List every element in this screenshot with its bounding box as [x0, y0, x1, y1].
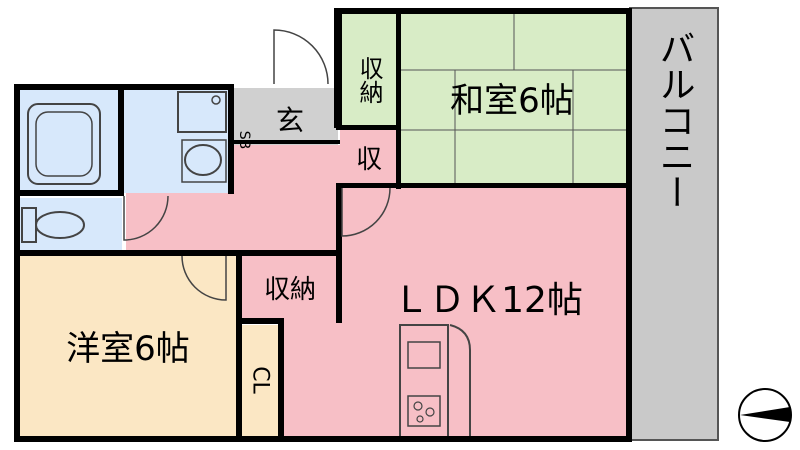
genkan-label: 玄 — [276, 104, 304, 137]
burner-icon — [425, 407, 435, 417]
north-arrow-icon — [738, 388, 792, 442]
drain-icon — [211, 95, 221, 105]
tatami-lines — [398, 12, 630, 188]
stove-icon — [407, 395, 441, 427]
youshitsu-label: 洋室6帖 — [66, 329, 190, 369]
walls — [14, 8, 632, 442]
youshitsu-room — [18, 256, 240, 440]
bathtub-inner — [35, 111, 93, 177]
shoebox-label: SB — [236, 131, 252, 150]
storage-small-label: 収 — [356, 145, 382, 175]
burner-icon — [416, 415, 424, 423]
vanity-icon — [181, 139, 227, 183]
storage-mid-label: 収納 — [264, 275, 316, 305]
kitchen-wall-curve — [449, 324, 471, 440]
sink-icon — [184, 144, 222, 176]
washing-machine-icon — [177, 91, 227, 133]
balcony — [629, 7, 719, 441]
bathtub-icon — [27, 103, 101, 185]
toilet — [18, 198, 122, 252]
storage-top — [340, 12, 398, 128]
balcony-label: バルコニー — [654, 30, 695, 210]
kitchen-sink-icon — [407, 341, 441, 369]
storage-small — [340, 128, 398, 188]
storage-top-label: 収納 — [355, 56, 383, 104]
ldk-label: ＬＤＫ12帖 — [393, 280, 583, 321]
closet — [240, 325, 280, 440]
toilet-bowl-icon — [35, 211, 85, 239]
closet-label: CL — [248, 366, 273, 394]
burner-icon — [413, 401, 423, 411]
storage-mid — [240, 255, 337, 320]
hallway-lower — [232, 145, 342, 250]
genkan — [232, 88, 338, 145]
doors — [123, 29, 391, 301]
washitsu-label: 和室6帖 — [450, 81, 574, 121]
